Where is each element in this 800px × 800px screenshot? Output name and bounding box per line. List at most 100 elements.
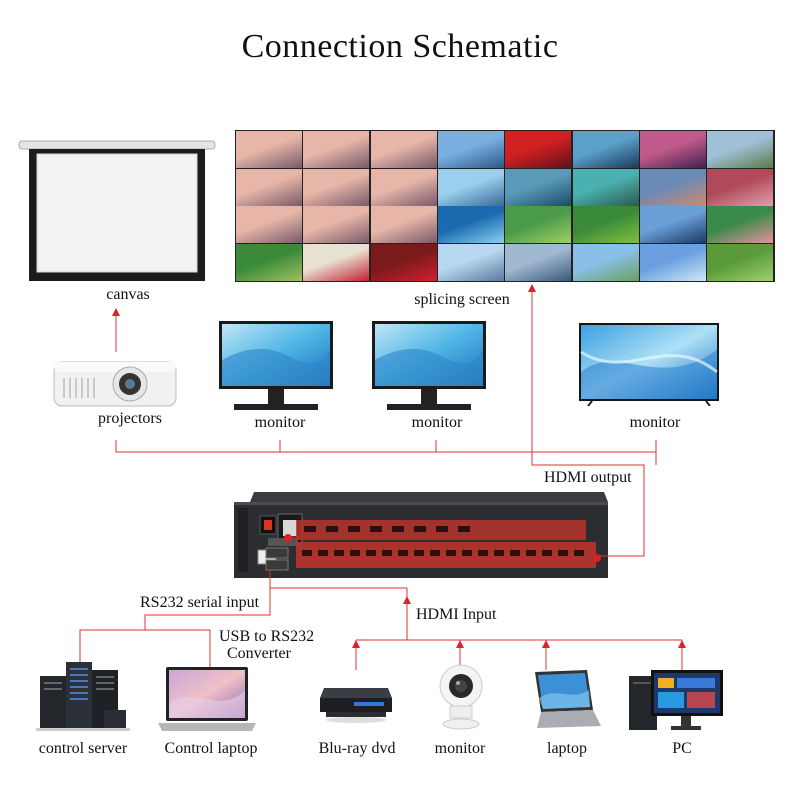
camera-monitor-label: monitor bbox=[434, 740, 486, 757]
hdmi-input-port bbox=[462, 550, 472, 556]
wall-tile bbox=[303, 168, 370, 206]
usb-converter-label-2: Converter bbox=[227, 645, 291, 662]
hdmi-input-port bbox=[398, 550, 408, 556]
arrow-up-icon bbox=[456, 640, 464, 648]
hdmi-output-label: HDMI output bbox=[544, 469, 632, 486]
desktop-pc-icon bbox=[627, 670, 727, 732]
monitor-2-label: monitor bbox=[411, 414, 463, 431]
wall-tile bbox=[236, 244, 302, 282]
bluray-label: Blu-ray dvd bbox=[318, 740, 396, 757]
projection-screen-icon bbox=[17, 140, 217, 285]
hdmi-input-port bbox=[542, 550, 552, 556]
hdmi-input-port bbox=[478, 550, 488, 556]
wall-tile bbox=[572, 244, 639, 282]
hdmi-input-port bbox=[414, 550, 424, 556]
hdmi-output-port bbox=[348, 526, 360, 532]
page-title: Connection Schematic bbox=[241, 28, 559, 65]
hdmi-input-port bbox=[430, 550, 440, 556]
monitor-3-label: monitor bbox=[629, 414, 681, 431]
hdmi-input-port bbox=[574, 550, 584, 556]
hdmi-output-port bbox=[414, 526, 426, 532]
hdmi-output-port bbox=[304, 526, 316, 532]
wall-tile bbox=[236, 131, 302, 168]
arrow-up-icon bbox=[528, 284, 536, 292]
arrow-up-icon bbox=[542, 640, 550, 648]
monitor-icon bbox=[218, 320, 334, 412]
monitor-1-label: monitor bbox=[254, 414, 306, 431]
hdmi-output-port bbox=[458, 526, 470, 532]
wall-tile bbox=[370, 244, 437, 282]
wall-tile bbox=[505, 168, 572, 206]
wall-tile bbox=[707, 131, 774, 168]
hdmi-input-port bbox=[350, 550, 360, 556]
bluray-player-icon bbox=[318, 680, 394, 724]
wall-tile bbox=[437, 244, 504, 282]
wall-tile bbox=[370, 131, 437, 168]
video-matrix-switcher-icon bbox=[232, 490, 610, 580]
wall-tile bbox=[572, 131, 639, 168]
hdmi-input-label: HDMI Input bbox=[416, 606, 497, 623]
wall-tile bbox=[639, 131, 706, 168]
security-camera-icon bbox=[436, 662, 486, 732]
rs232-input-label: RS232 serial input bbox=[140, 594, 260, 611]
hdmi-output-port bbox=[392, 526, 404, 532]
hdmi-input-port bbox=[334, 550, 344, 556]
wall-tile bbox=[236, 206, 302, 244]
laptop-icon bbox=[527, 668, 603, 732]
pc-label: PC bbox=[672, 740, 692, 757]
control-laptop-label: Control laptop bbox=[164, 740, 258, 757]
wall-tile bbox=[572, 206, 639, 244]
laptop-label: laptop bbox=[547, 740, 587, 757]
canvas-label: canvas bbox=[106, 286, 150, 303]
hdmi-input-port bbox=[366, 550, 376, 556]
wall-tile bbox=[505, 244, 572, 282]
wall-tile bbox=[639, 244, 706, 282]
splicing-screen-wall bbox=[235, 130, 775, 282]
wall-tile bbox=[303, 206, 370, 244]
wall-tile bbox=[505, 131, 572, 168]
hdmi-output-port bbox=[326, 526, 338, 532]
hdmi-input-port bbox=[302, 550, 312, 556]
splicing-screen-label: splicing screen bbox=[414, 291, 510, 308]
projectors-label: projectors bbox=[98, 410, 162, 427]
wall-tile bbox=[505, 206, 572, 244]
wall-tile bbox=[572, 168, 639, 206]
hdmi-input-port bbox=[494, 550, 504, 556]
wire-to-splicing-screen bbox=[531, 292, 645, 557]
wall-tile bbox=[303, 244, 370, 282]
monitor-icon bbox=[371, 320, 487, 412]
wall-tile bbox=[370, 168, 437, 206]
hdmi-input-port bbox=[382, 550, 392, 556]
hdmi-output-port bbox=[436, 526, 448, 532]
control-server-label: control server bbox=[38, 740, 128, 757]
arrow-up-icon bbox=[678, 640, 686, 648]
wire-rs232-laptop bbox=[145, 629, 211, 668]
arrow-up-icon bbox=[112, 308, 120, 316]
wall-tile bbox=[707, 168, 774, 206]
tv-icon bbox=[578, 322, 720, 407]
wall-tile bbox=[639, 206, 706, 244]
wall-tile bbox=[236, 168, 302, 206]
wall-tile bbox=[707, 244, 774, 282]
server-rack-icon bbox=[36, 658, 130, 732]
wire-rs232 bbox=[269, 570, 407, 589]
wire-rs232-server bbox=[79, 588, 271, 665]
hdmi-input-port bbox=[318, 550, 328, 556]
arrow-up-icon bbox=[352, 640, 360, 648]
wall-tile bbox=[303, 131, 370, 168]
hdmi-input-port bbox=[446, 550, 456, 556]
wall-tile bbox=[370, 206, 437, 244]
hdmi-input-port bbox=[526, 550, 536, 556]
projector-icon bbox=[52, 352, 180, 410]
laptop-icon bbox=[156, 665, 258, 733]
hdmi-output-port bbox=[370, 526, 382, 532]
hdmi-input-port bbox=[510, 550, 520, 556]
wall-tile bbox=[437, 131, 504, 168]
hdmi-input-port bbox=[558, 550, 568, 556]
arrow-up-icon bbox=[403, 596, 411, 604]
wall-tile bbox=[639, 168, 706, 206]
wall-tile bbox=[437, 168, 504, 206]
wall-tile bbox=[437, 206, 504, 244]
usb-converter-label-1: USB to RS232 bbox=[219, 628, 315, 645]
